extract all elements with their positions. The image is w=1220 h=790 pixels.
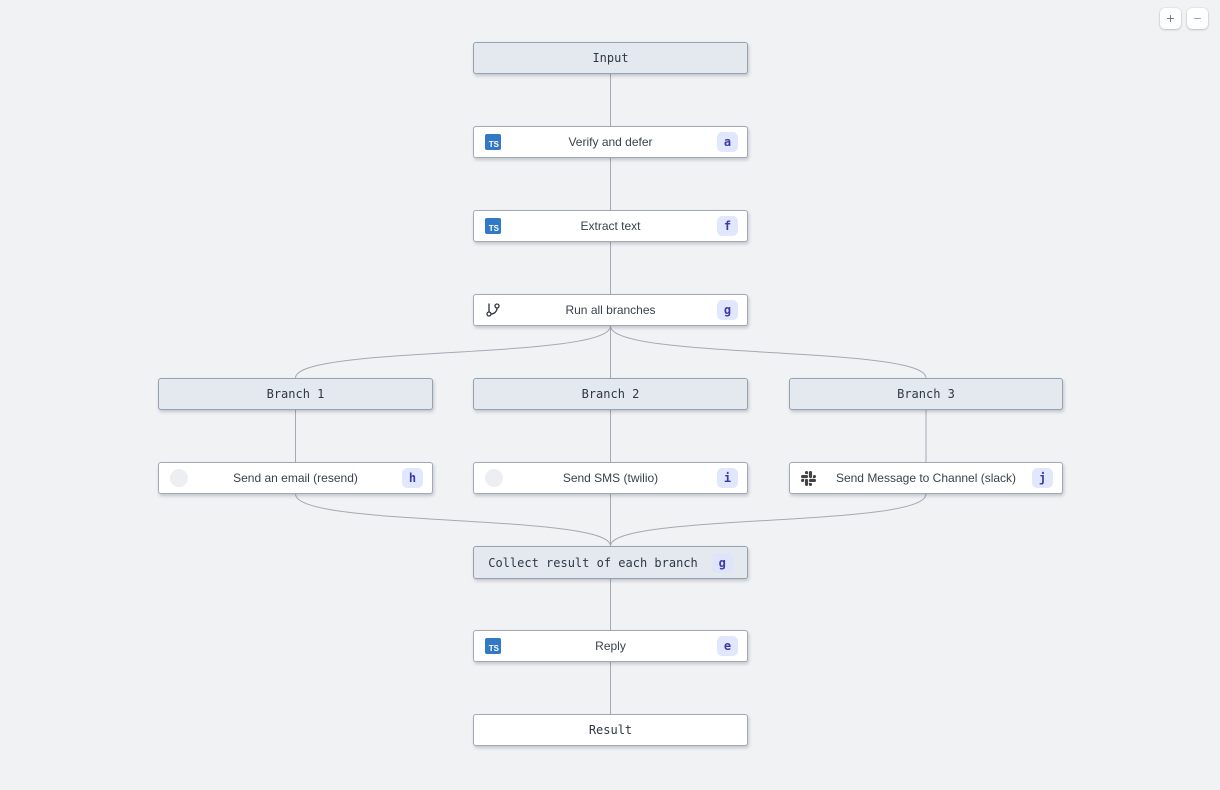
typescript-icon: TS [485, 218, 501, 234]
zoom-in-button[interactable]: + [1160, 8, 1181, 29]
node-label: Send SMS (twilio) [562, 471, 659, 485]
node-result[interactable]: Result [473, 714, 748, 746]
zoom-controls: + − [1160, 8, 1208, 29]
node-label: Collect result of each branch [488, 555, 698, 570]
node-run-all-branches[interactable]: Run all branches g [473, 294, 748, 326]
step-badge: i [717, 468, 738, 488]
slack-icon [801, 470, 816, 486]
node-send-email-resend[interactable]: Send an email (resend) h [158, 462, 433, 494]
node-send-message-slack[interactable]: Send Message to Channel (slack) j [789, 462, 1063, 494]
edge [295, 325, 611, 379]
node-reply[interactable]: TS Reply e [473, 630, 748, 662]
step-badge: j [1032, 468, 1053, 488]
resend-icon [170, 469, 188, 487]
zoom-out-button[interactable]: − [1187, 8, 1208, 29]
node-verify-and-defer[interactable]: TS Verify and defer a [473, 126, 748, 158]
node-input[interactable]: Input [473, 42, 748, 74]
step-badge: e [717, 636, 738, 656]
edge [610, 493, 927, 547]
edge [295, 493, 611, 547]
node-label: Extract text [580, 219, 641, 233]
node-label: Input [592, 51, 629, 65]
step-badge: h [402, 468, 423, 488]
node-label: Branch 3 [897, 387, 955, 401]
step-badge: f [717, 216, 738, 236]
node-branch-3[interactable]: Branch 3 [789, 378, 1063, 410]
node-label: Send an email (resend) [233, 471, 358, 485]
edge [610, 325, 927, 379]
node-label: Run all branches [565, 303, 656, 317]
node-label: Branch 2 [581, 387, 640, 401]
node-send-sms-twilio[interactable]: Send SMS (twilio) i [473, 462, 748, 494]
twilio-icon [485, 469, 503, 487]
node-label: Branch 1 [266, 387, 325, 401]
node-branch-2[interactable]: Branch 2 [473, 378, 748, 410]
typescript-icon: TS [485, 134, 501, 150]
node-label: Send Message to Channel (slack) [835, 471, 1017, 485]
node-collect-results[interactable]: Collect result of each branch g [473, 546, 748, 579]
git-branch-icon [485, 302, 501, 318]
node-label: Result [588, 723, 633, 737]
node-label: Reply [595, 639, 626, 653]
step-badge: g [711, 552, 733, 573]
typescript-icon: TS [485, 638, 501, 654]
step-badge: a [717, 132, 738, 152]
node-branch-1[interactable]: Branch 1 [158, 378, 433, 410]
node-label: Verify and defer [568, 135, 653, 149]
step-badge: g [717, 300, 738, 320]
node-extract-text[interactable]: TS Extract text f [473, 210, 748, 242]
